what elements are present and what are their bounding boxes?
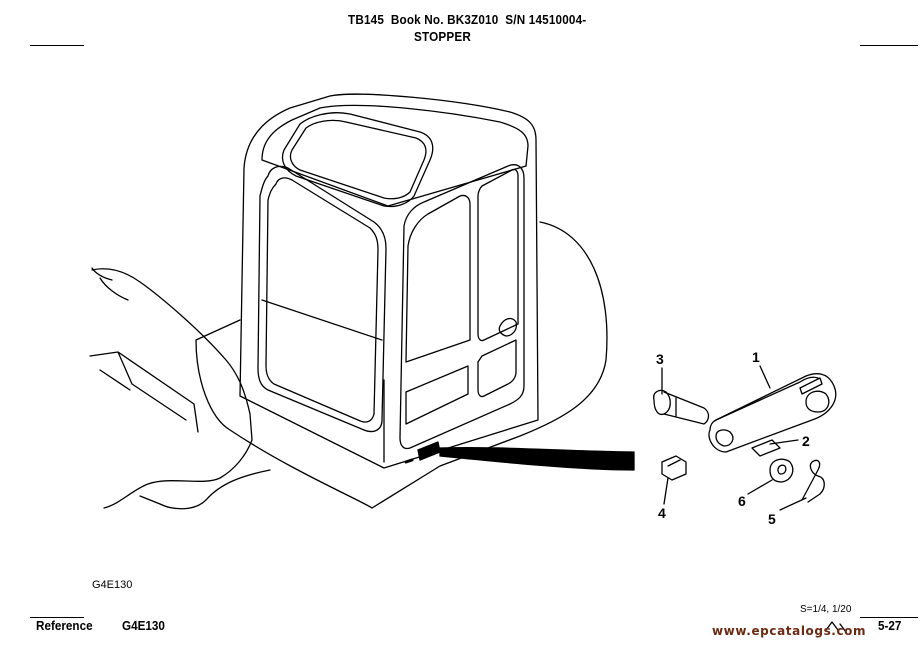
leader-6 [747,479,773,495]
part-stopper-plate-hole-1 [715,429,734,447]
book-header: TB145 Book No. BK3Z010 S/N 14510004- [348,12,587,27]
front-windshield-inner [265,177,379,423]
part-spring-pin [801,459,825,503]
figure-code: G4E130 [92,579,133,591]
callout-2: 2 [802,433,810,449]
scale-mark [825,621,847,633]
callout-5: 5 [768,511,776,527]
boom-outline [91,268,253,509]
reference-code: G4E130 [122,618,165,633]
part-stopper-plate-slot [799,377,823,395]
header-rule-left [30,45,84,46]
scale-note: S=1/4, 1/20 [800,604,852,615]
callout-6: 6 [738,493,746,509]
footer-rule-left [30,617,84,618]
cab-shell [239,93,539,469]
page-number: 5-27 [878,618,902,633]
boom-detail-2 [91,267,129,301]
part-stopper-plate-hole-2 [805,390,830,413]
leader-4 [663,477,669,505]
detail-leader [439,446,635,471]
stopper-location-dot [404,458,414,464]
side-window-lower [405,365,469,425]
footer-rule-right [860,617,918,618]
cab-roof-edge [261,104,529,207]
watermark-text: www.epcatalogs.com [712,624,867,638]
door-handle [498,317,518,337]
part-clip [661,455,687,481]
boom-detail [89,351,199,433]
callout-3: 3 [656,351,664,367]
side-window-upper [405,194,471,363]
header-rule-right [860,45,918,46]
reference-label: Reference [36,618,93,633]
callout-4: 4 [658,505,666,521]
part-pin-shaft [663,391,710,425]
stopper-location [417,441,441,461]
leader-2 [769,439,799,445]
side-door-frame [399,164,525,450]
leader-1 [759,365,771,389]
side-window-rear [477,168,519,342]
part-pin-head [653,389,671,416]
section-title: STOPPER [414,29,471,44]
side-window-lower-rear [477,339,517,398]
part-pad [751,439,781,457]
roof-window [281,112,434,208]
part-stopper-plate-top [715,376,819,421]
part-stopper-plate [708,373,837,453]
part-washer-hole [777,464,787,475]
boom-lower-outline [139,469,271,510]
roof-window-inner [289,119,427,200]
leader-5 [779,497,807,511]
callout-1: 1 [752,349,760,365]
front-windshield [257,165,387,433]
part-washer [769,458,794,483]
windshield-split [261,299,383,341]
